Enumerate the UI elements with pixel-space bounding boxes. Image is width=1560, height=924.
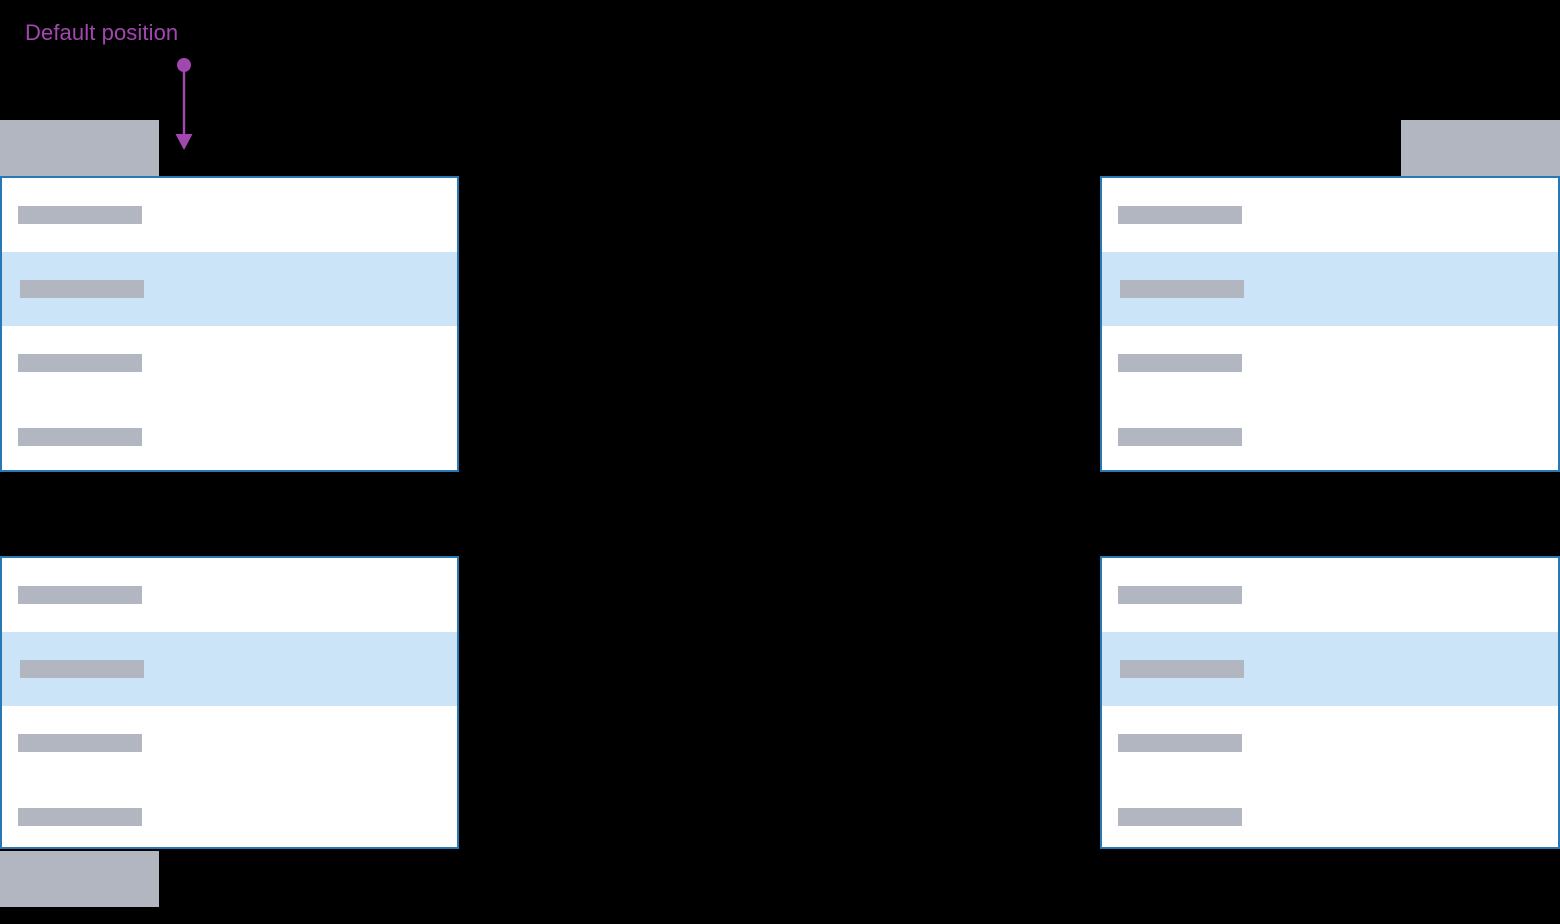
- row-placeholder-bar: [18, 428, 142, 446]
- flyout-panel-top-right[interactable]: [1100, 176, 1560, 472]
- row-placeholder-bar: [20, 280, 144, 298]
- row-placeholder-bar: [1118, 206, 1242, 224]
- row-placeholder-bar: [1118, 354, 1242, 372]
- row-placeholder-bar: [1120, 660, 1244, 678]
- flyout-row-selected[interactable]: [2, 632, 457, 706]
- default-position-label: Default position: [25, 20, 179, 45]
- row-placeholder-bar: [18, 206, 142, 224]
- flyout-row-selected[interactable]: [1102, 632, 1558, 706]
- flyout-panel-top-left[interactable]: [0, 176, 459, 472]
- flyout-row[interactable]: [1102, 400, 1558, 470]
- flyout-row[interactable]: [1102, 326, 1558, 400]
- flyout-row[interactable]: [2, 780, 457, 847]
- row-placeholder-bar: [18, 354, 142, 372]
- down-arrow-icon: [175, 58, 193, 150]
- row-placeholder-bar: [1118, 734, 1242, 752]
- row-placeholder-bar: [20, 660, 144, 678]
- row-placeholder-bar: [18, 808, 142, 826]
- flyout-row[interactable]: [1102, 706, 1558, 780]
- row-placeholder-bar: [1118, 808, 1242, 826]
- row-placeholder-bar: [1118, 428, 1242, 446]
- row-placeholder-bar: [1120, 280, 1244, 298]
- flyout-row[interactable]: [2, 706, 457, 780]
- flyout-panel-bottom-left[interactable]: [0, 556, 459, 849]
- flyout-row[interactable]: [2, 326, 457, 400]
- flyout-row-selected[interactable]: [2, 252, 457, 326]
- flyout-panel-bottom-right[interactable]: [1100, 556, 1560, 849]
- flyout-row[interactable]: [1102, 558, 1558, 632]
- flyout-row[interactable]: [2, 178, 457, 252]
- flyout-row[interactable]: [1102, 780, 1558, 847]
- row-placeholder-bar: [18, 734, 142, 752]
- flyout-row[interactable]: [2, 400, 457, 470]
- row-placeholder-bar: [1118, 586, 1242, 604]
- anchor-block-bottom-left[interactable]: [0, 851, 159, 907]
- anchor-block-top-left[interactable]: [0, 120, 159, 176]
- anchor-block-top-right[interactable]: [1401, 120, 1560, 176]
- row-placeholder-bar: [18, 586, 142, 604]
- flyout-row[interactable]: [2, 558, 457, 632]
- flyout-row[interactable]: [1102, 178, 1558, 252]
- flyout-row-selected[interactable]: [1102, 252, 1558, 326]
